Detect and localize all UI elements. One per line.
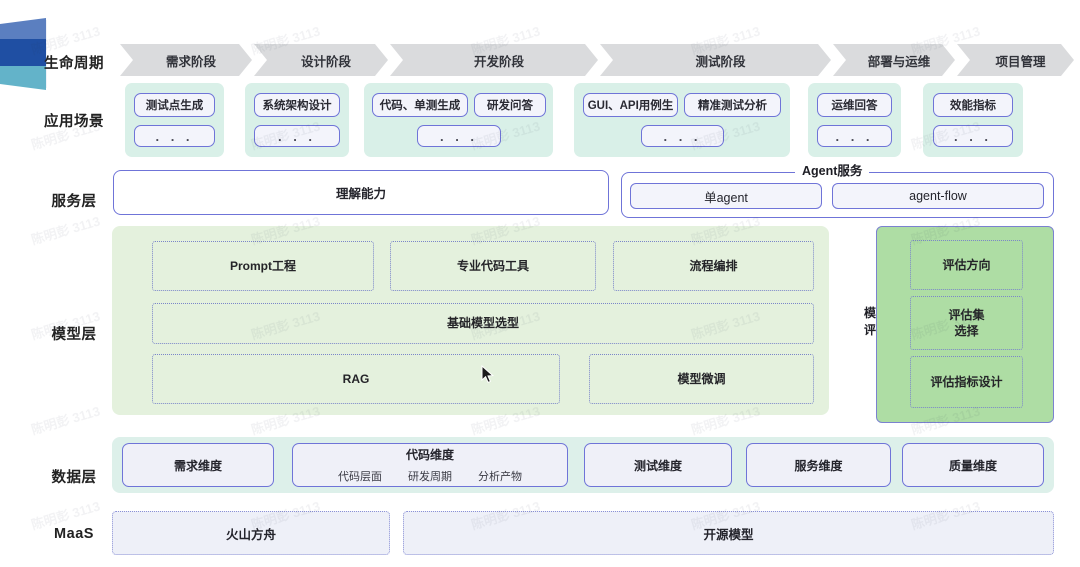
scenario-more-button[interactable]: . . . [134, 125, 215, 147]
lifecycle-stage-label: 部署与运维 [867, 54, 931, 69]
eval-dataset-line1: 评估集 [948, 307, 985, 322]
scenario-group-requirements: 测试点生成 . . . [125, 83, 224, 157]
data-dimension-subs: 代码层面 研发周期 分析产物 [338, 468, 522, 484]
model-evaluation-panel: 评估方向 评估集 选择 评估指标设计 [876, 226, 1054, 423]
scenario-more-button[interactable]: . . . [933, 125, 1013, 147]
scenario-more-button[interactable]: . . . [254, 125, 340, 147]
data-dimension-sub: 分析产物 [478, 471, 522, 483]
lifecycle-stage-requirements[interactable]: 需求阶段 [120, 44, 252, 76]
scenario-more-button[interactable]: . . . [417, 125, 501, 147]
lifecycle-stage-label: 设计阶段 [300, 54, 351, 69]
data-dimension-requirement[interactable]: 需求维度 [122, 443, 274, 487]
eval-metric-design[interactable]: 评估指标设计 [910, 356, 1023, 408]
lifecycle-stage-design[interactable]: 设计阶段 [254, 44, 388, 76]
row-label-maas: MaaS [54, 526, 94, 542]
decorative-ribbon-icon [0, 18, 47, 90]
scenario-item[interactable]: 精准测试分析 [684, 93, 781, 117]
scenario-item[interactable]: 研发问答 [474, 93, 546, 117]
row-label-service: 服务层 [51, 194, 97, 210]
row-label-model: 模型层 [51, 327, 97, 343]
lifecycle-stage-label: 需求阶段 [165, 54, 216, 69]
data-dimension-title: 质量维度 [948, 458, 997, 473]
lifecycle-stage-label: 开发阶段 [473, 54, 524, 69]
scenario-group-design: 系统架构设计 . . . [245, 83, 349, 157]
data-dimension-service[interactable]: 服务维度 [746, 443, 891, 487]
scenario-group-ops: 运维回答 . . . [808, 83, 901, 157]
scenario-item[interactable]: 代码、单测生成 [372, 93, 468, 117]
watermark-text: 陈明彭 3113 [29, 403, 102, 438]
data-dimension-sub: 研发周期 [408, 471, 452, 483]
data-dimension-test[interactable]: 测试维度 [584, 443, 732, 487]
lifecycle-stage-development[interactable]: 开发阶段 [390, 44, 598, 76]
lifecycle-stage-deployment-ops[interactable]: 部署与运维 [833, 44, 955, 76]
eval-direction[interactable]: 评估方向 [910, 240, 1023, 290]
row-label-lifecycle: 生命周期 [44, 56, 104, 72]
maas-open-source-models[interactable]: 开源模型 [403, 511, 1054, 555]
eval-dataset-selection[interactable]: 评估集 选择 [910, 296, 1023, 350]
model-code-tools[interactable]: 专业代码工具 [390, 241, 596, 291]
model-process-orchestration[interactable]: 流程编排 [613, 241, 814, 291]
lifecycle-stage-testing[interactable]: 测试阶段 [600, 44, 831, 76]
data-dimension-title: 需求维度 [173, 458, 222, 473]
data-dimension-sub: 代码层面 [338, 471, 382, 483]
agent-item-single[interactable]: 单agent [630, 183, 822, 209]
watermark-text: 陈明彭 3113 [29, 213, 102, 248]
model-base-model-selection[interactable]: 基础模型选型 [152, 303, 814, 344]
model-prompt-engineering[interactable]: Prompt工程 [152, 241, 374, 291]
data-dimension-title: 服务维度 [794, 458, 843, 473]
scenario-more-button[interactable]: . . . [641, 125, 724, 147]
model-rag[interactable]: RAG [152, 354, 560, 404]
data-dimension-title: 代码维度 [405, 448, 454, 462]
lifecycle-stage-label: 项目管理 [995, 54, 1046, 69]
agent-item-flow[interactable]: agent-flow [832, 183, 1044, 209]
service-understanding-label: 理解能力 [335, 187, 386, 201]
row-label-scenarios: 应用场景 [44, 114, 104, 130]
scenario-group-development: 代码、单测生成 研发问答 . . . [364, 83, 553, 157]
scenario-item[interactable]: 系统架构设计 [254, 93, 340, 117]
scenario-item[interactable]: 运维回答 [817, 93, 892, 117]
data-dimension-code[interactable]: 代码维度 代码层面 研发周期 分析产物 [292, 443, 568, 487]
scenario-more-button[interactable]: . . . [817, 125, 892, 147]
scenario-item[interactable]: 效能指标 [933, 93, 1013, 117]
agent-service-title: Agent服务 [795, 160, 870, 179]
model-fine-tuning[interactable]: 模型微调 [589, 354, 814, 404]
scenario-group-testing: GUI、API用例生 精准测试分析 . . . [574, 83, 790, 157]
service-understanding-capability[interactable]: 理解能力 [113, 170, 609, 215]
scenario-group-project: 效能指标 . . . [923, 83, 1023, 157]
lifecycle-stage-project-management[interactable]: 项目管理 [957, 44, 1074, 76]
model-layer-background [112, 226, 829, 415]
scenario-item[interactable]: GUI、API用例生 [583, 93, 678, 117]
maas-volcano-ark[interactable]: 火山方舟 [112, 511, 390, 555]
scenario-item[interactable]: 测试点生成 [134, 93, 215, 117]
lifecycle-chevron-row: 需求阶段 设计阶段 开发阶段 测试阶段 部署与运维 项目管理 [120, 44, 1076, 76]
row-label-data: 数据层 [51, 470, 97, 486]
data-dimension-title: 测试维度 [633, 458, 682, 473]
eval-dataset-line2: 选择 [954, 324, 979, 338]
lifecycle-stage-label: 测试阶段 [695, 54, 746, 69]
data-dimension-quality[interactable]: 质量维度 [902, 443, 1044, 487]
